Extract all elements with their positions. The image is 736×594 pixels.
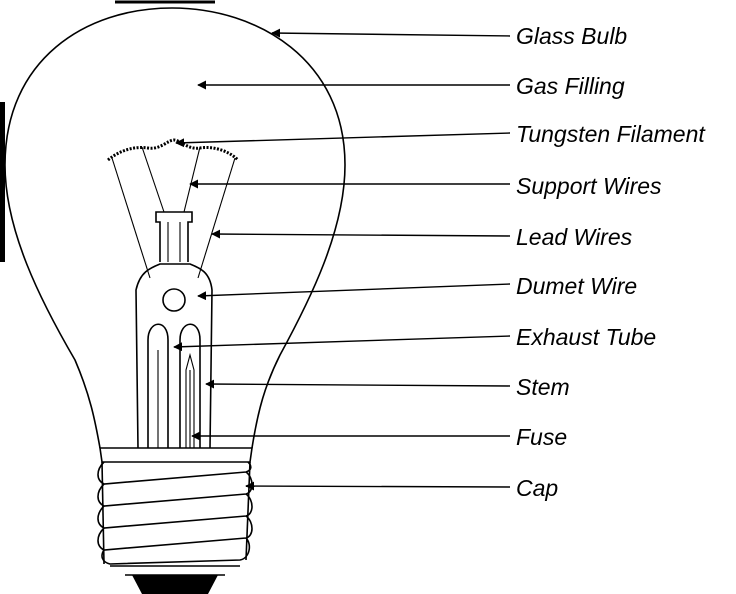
stem-assembly [135, 211, 213, 449]
label-group: Glass Bulb Gas Filling Tungsten Filament… [516, 23, 706, 501]
tungsten-filament [107, 138, 240, 162]
label-support-wires: Support Wires [516, 173, 662, 199]
leader-stem [205, 379, 511, 389]
label-cap: Cap [516, 475, 558, 501]
leader-glass-bulb [271, 28, 511, 38]
label-lead-wires: Lead Wires [516, 224, 633, 250]
left-edge-bar [0, 102, 5, 262]
label-fuse: Fuse [516, 424, 567, 450]
leader-cap [245, 481, 511, 491]
label-dumet-wire: Dumet Wire [516, 273, 637, 299]
label-glass-bulb: Glass Bulb [516, 23, 627, 49]
cap-base [97, 447, 253, 594]
label-exhaust-tube: Exhaust Tube [516, 324, 656, 350]
leader-exhaust-tube [173, 335, 511, 352]
label-stem: Stem [516, 374, 570, 400]
leader-tungsten-filament [175, 132, 511, 148]
glass-bulb-outline [4, 7, 346, 449]
leader-lines [173, 28, 511, 491]
support-wires [111, 146, 236, 279]
cap-contact [132, 575, 218, 594]
leader-lead-wires [211, 229, 511, 239]
label-tungsten-filament: Tungsten Filament [516, 121, 706, 147]
leader-dumet-wire [197, 283, 511, 301]
label-gas-filling: Gas Filling [516, 73, 625, 99]
